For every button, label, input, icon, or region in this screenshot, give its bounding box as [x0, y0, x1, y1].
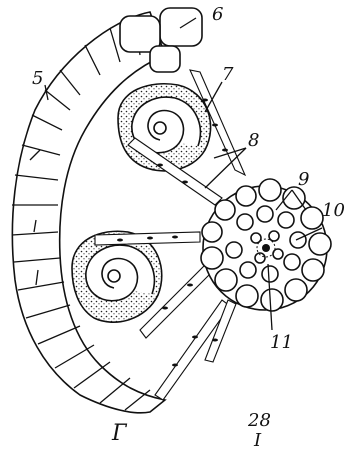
label-11: 11 [270, 332, 293, 353]
label-5: 5 [32, 68, 43, 89]
label-9: 9 [298, 169, 309, 190]
label-6: 6 [212, 4, 223, 25]
label-7: 7 [222, 64, 234, 85]
panel-letter: Г [111, 421, 128, 446]
label-10: 10 [322, 200, 345, 221]
page-number: 28 [247, 410, 271, 431]
label-8: 8 [248, 130, 259, 151]
page-mark: I [253, 430, 262, 450]
